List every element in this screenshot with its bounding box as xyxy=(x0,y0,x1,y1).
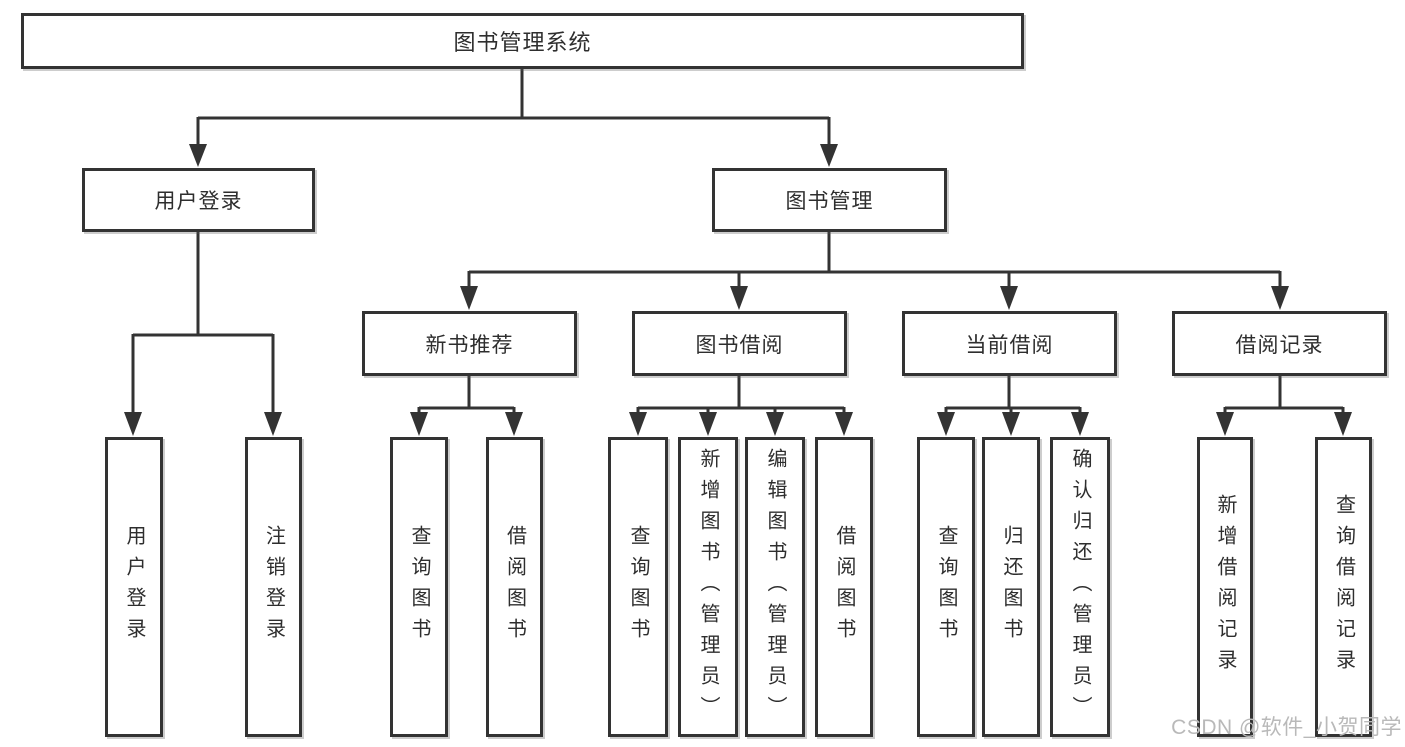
arrowhead-icon xyxy=(820,144,838,167)
arrowhead-icon xyxy=(460,286,478,310)
csdn-watermark: CSDN @软件_小贺同学 xyxy=(1171,716,1402,739)
leaf-borrow-query-book: 查询图书 xyxy=(608,437,668,737)
node-label: 查询图书 xyxy=(408,525,430,649)
arrowhead-icon xyxy=(730,286,748,310)
arrowhead-icon xyxy=(1002,412,1020,436)
arrowhead-icon xyxy=(629,412,647,436)
arrowhead-icon xyxy=(1271,286,1289,310)
arrowhead-icon xyxy=(505,412,523,436)
arrowhead-icon xyxy=(189,144,207,167)
arrowhead-icon xyxy=(1334,412,1352,436)
leaf-recommend-query-book: 查询图书 xyxy=(390,437,448,737)
node-label: 查询图书 xyxy=(627,525,649,649)
node-label: 用户登录 xyxy=(154,190,243,213)
node-label: 当前借阅 xyxy=(965,333,1054,357)
node-label: 借阅记录 xyxy=(1235,333,1324,357)
leaf-query-borrow-record: 查询借阅记录 xyxy=(1315,437,1372,737)
node-book-management: 图书管理 xyxy=(712,168,947,232)
node-label: 编辑图书（管理员） xyxy=(764,447,786,727)
node-new-book-recommend: 新书推荐 xyxy=(362,311,577,376)
node-label: 用户登录 xyxy=(123,525,145,649)
node-label: 图书管理 xyxy=(785,190,874,213)
node-borrow-records: 借阅记录 xyxy=(1172,311,1387,376)
node-label: 图书借阅 xyxy=(695,333,784,357)
leaf-current-query-book: 查询图书 xyxy=(917,437,975,737)
arrowhead-icon xyxy=(1071,412,1089,436)
node-label: 图书管理系统 xyxy=(453,30,592,55)
leaf-logout: 注销登录 xyxy=(245,437,302,737)
node-label: 注销登录 xyxy=(262,525,285,649)
leaf-user-login: 用户登录 xyxy=(105,437,163,737)
arrowheads xyxy=(124,144,1352,436)
node-book-borrow: 图书借阅 xyxy=(632,311,847,376)
node-current-borrow: 当前借阅 xyxy=(902,311,1117,376)
arrowhead-icon xyxy=(766,412,784,436)
arrowhead-icon xyxy=(699,412,717,436)
arrowhead-icon xyxy=(835,412,853,436)
node-root: 图书管理系统 xyxy=(21,13,1024,69)
leaf-recommend-borrow-book: 借阅图书 xyxy=(486,437,543,737)
node-label: 查询图书 xyxy=(935,525,957,649)
node-label: 借阅图书 xyxy=(503,525,526,649)
node-label: 新增图书（管理员） xyxy=(697,447,719,727)
arrowhead-icon xyxy=(264,412,282,436)
arrowhead-icon xyxy=(410,412,428,436)
leaf-return-book: 归还图书 xyxy=(982,437,1040,737)
arrowhead-icon xyxy=(1000,286,1018,310)
arrowhead-icon xyxy=(937,412,955,436)
node-label: 确认归还（管理员） xyxy=(1069,447,1091,727)
leaf-add-book-admin: 新增图书（管理员） xyxy=(678,437,738,737)
leaf-edit-book-admin: 编辑图书（管理员） xyxy=(745,437,805,737)
leaf-confirm-return-admin: 确认归还（管理员） xyxy=(1050,437,1110,737)
node-label: 新增借阅记录 xyxy=(1214,494,1236,680)
node-label: 查询借阅记录 xyxy=(1332,494,1355,680)
node-label: 归还图书 xyxy=(1000,525,1022,649)
leaf-add-borrow-record: 新增借阅记录 xyxy=(1197,437,1253,737)
arrowhead-icon xyxy=(1216,412,1234,436)
node-user-login: 用户登录 xyxy=(82,168,315,232)
node-label: 新书推荐 xyxy=(425,333,514,357)
leaf-borrow-borrow-book: 借阅图书 xyxy=(815,437,873,737)
node-label: 借阅图书 xyxy=(833,525,855,649)
arrowhead-icon xyxy=(124,412,142,436)
